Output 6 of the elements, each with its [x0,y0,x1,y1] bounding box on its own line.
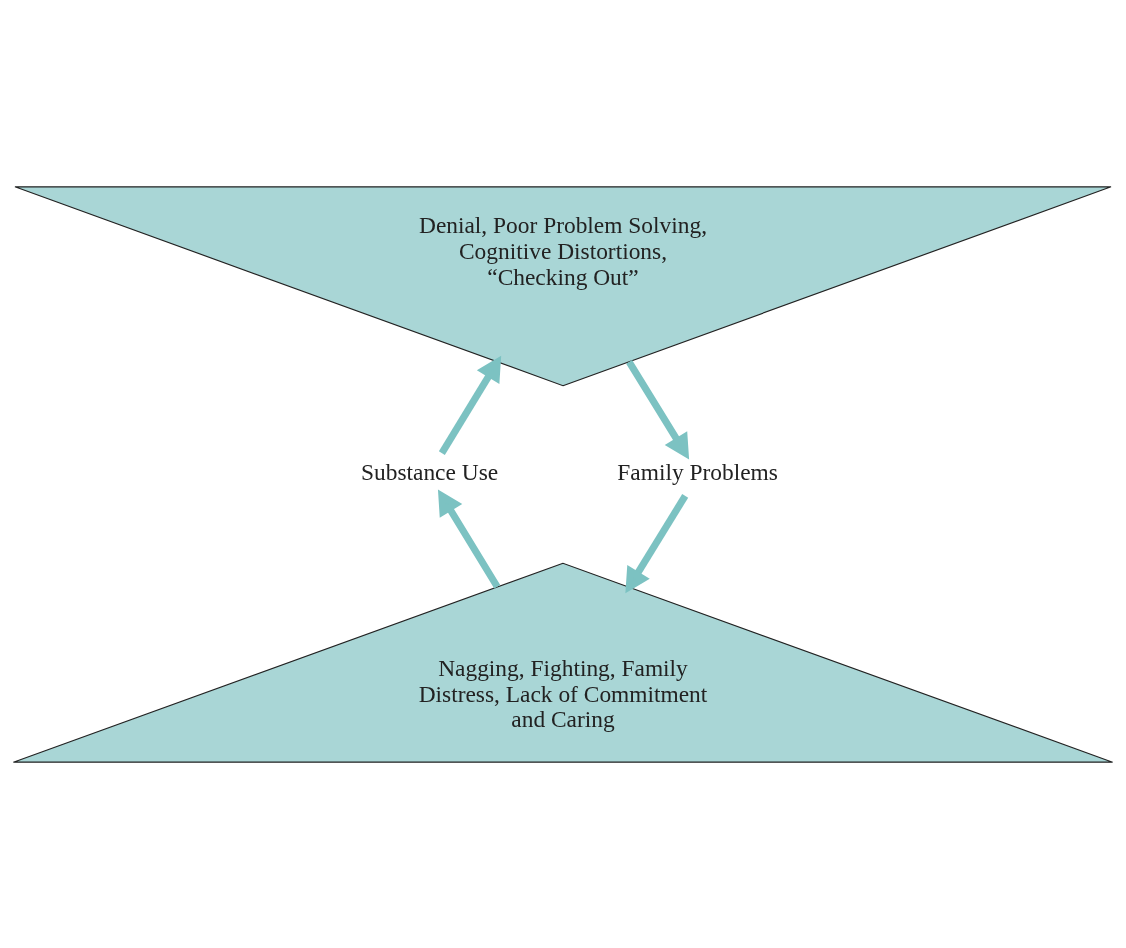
arrow [438,355,502,455]
arrow [625,493,689,593]
node-text: Substance Use [360,458,499,485]
arrow [437,488,501,589]
arrow [626,359,690,459]
node-text: Family Problems [617,458,778,485]
